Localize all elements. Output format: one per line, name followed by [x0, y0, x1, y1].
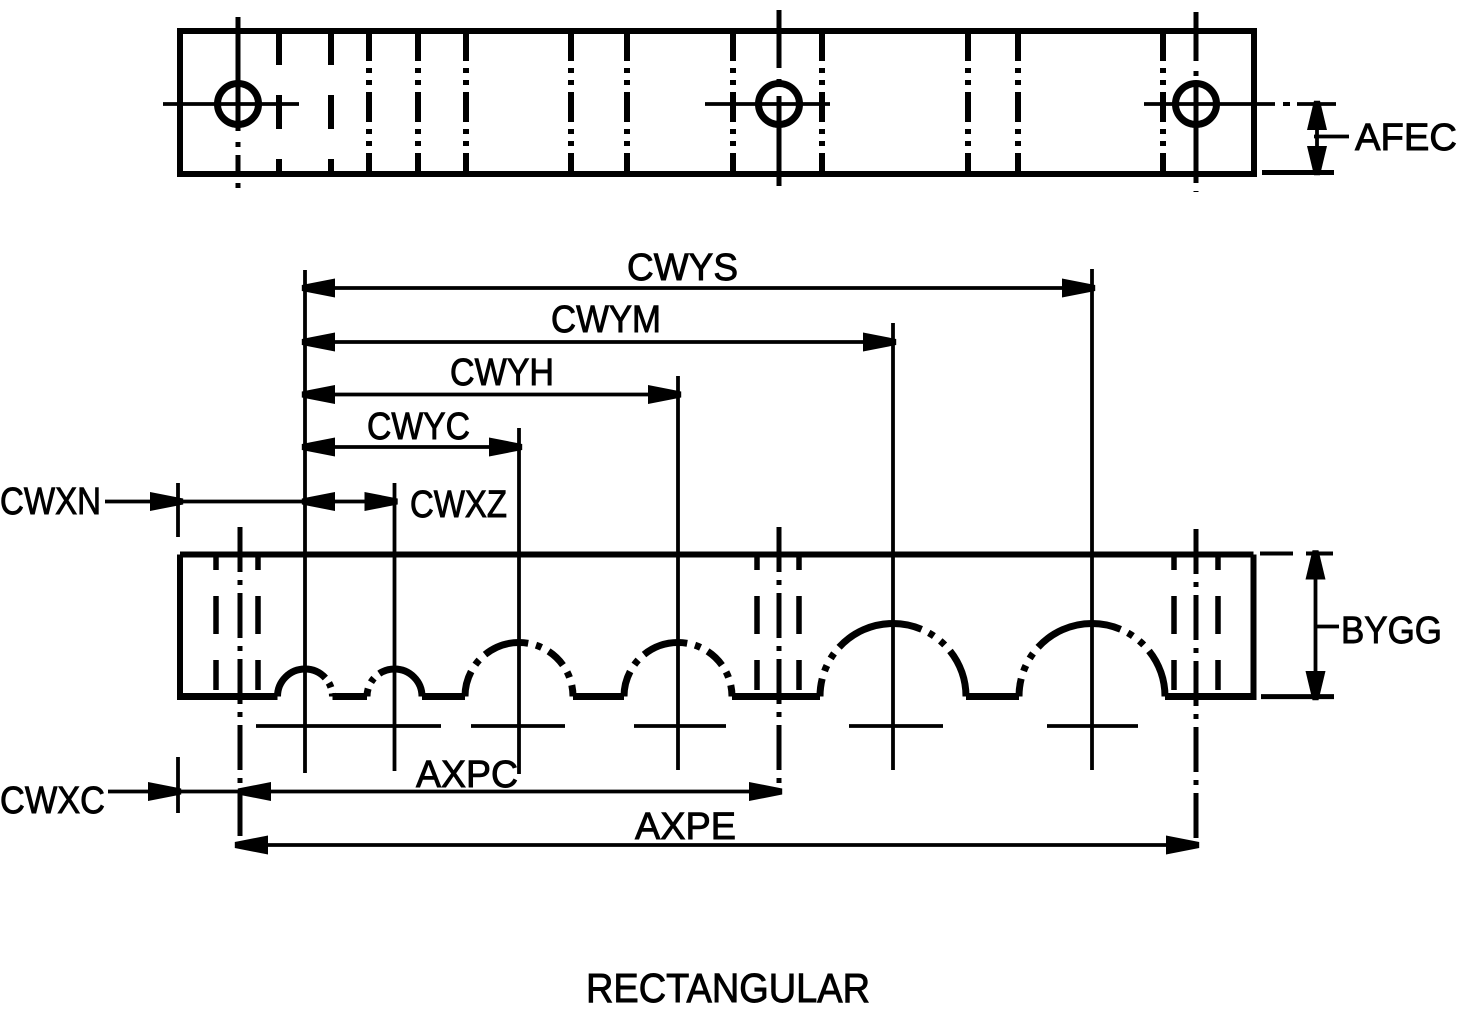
svg-text:BYGG: BYGG [1341, 610, 1442, 652]
svg-text:RECTANGULAR: RECTANGULAR [586, 965, 870, 1011]
svg-text:CWXN: CWXN [0, 481, 101, 523]
svg-text:CWYS: CWYS [627, 247, 738, 289]
svg-text:CWXZ: CWXZ [410, 484, 507, 526]
svg-text:CWYM: CWYM [551, 299, 661, 341]
svg-text:CWYC: CWYC [367, 406, 470, 448]
svg-text:CWYH: CWYH [450, 352, 554, 394]
svg-text:AXPC: AXPC [416, 754, 518, 796]
svg-text:AFEC: AFEC [1355, 117, 1457, 159]
svg-text:CWXC: CWXC [0, 780, 105, 822]
svg-text:AXPE: AXPE [635, 806, 736, 848]
